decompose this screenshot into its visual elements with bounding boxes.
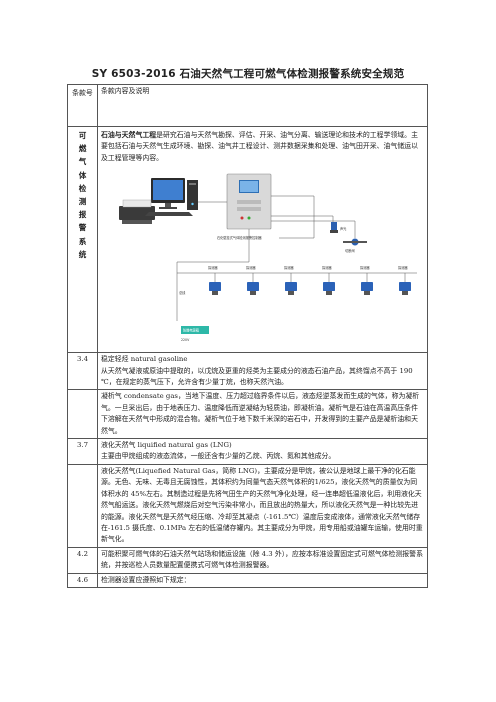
computer-tower-icon bbox=[187, 180, 198, 211]
clause-content: 稳定轻烃 natural gasoline 从天然气凝液或原油中提取的，以戊烷及更… bbox=[97, 352, 428, 391]
side-label-char: 体 bbox=[78, 170, 87, 180]
alarm-light-icon bbox=[330, 222, 338, 234]
clause-number-header-text: 条款号 bbox=[72, 89, 93, 97]
clause-content: 液化天然气 liquified natural gas (LNG) 主要由甲烷组成… bbox=[97, 438, 428, 465]
side-label-chars: 可燃气体检测报警系统 bbox=[71, 129, 94, 261]
detector-label: 探测器 bbox=[208, 265, 218, 270]
page-title: SY 6503-2016 石油天然气工程可燃气体检测报警系统安全规范 bbox=[91, 68, 405, 80]
clause-number: 3.7 bbox=[67, 438, 98, 465]
side-label-char: 气 bbox=[78, 157, 87, 167]
clause-content: 液化天然气(Liquefied Natural Gas，简称 LNG)，主要成分… bbox=[97, 463, 428, 548]
clause-paragraph: 主要由甲烷组成的液态流体，一般还含有少量的乙烷、丙烷、氮和其他成分。 bbox=[101, 452, 336, 461]
system-diagram: 石化壁挂式气体检测报警控制器 声光 切断阀 bbox=[99, 166, 426, 351]
clause-paragraph: 可能积聚可燃气体的石油天然气站场和储运设施（除 4.3 外），应按本标准设置固定… bbox=[101, 549, 423, 570]
detector-label: 探测器 bbox=[322, 265, 332, 270]
clause-content: 凝析气 condensate gas，当地下温度、压力超过临界条件以后，液态烃逆… bbox=[97, 389, 428, 440]
clause-number bbox=[67, 389, 98, 440]
side-label-char: 统 bbox=[78, 249, 87, 259]
clause-number: 4.6 bbox=[67, 572, 98, 588]
gas-detector-icon bbox=[209, 273, 221, 296]
side-label-char: 警 bbox=[78, 223, 87, 233]
clause-content: 检测器设置应遵照如下规定： bbox=[97, 572, 428, 588]
controller-label: 石化壁挂式气体检测报警控制器 bbox=[217, 235, 262, 240]
gas-detector-icon bbox=[361, 273, 373, 296]
controller-cabinet-icon bbox=[226, 173, 272, 230]
system-diagram-svg: 石化壁挂式气体检测报警控制器 声光 切断阀 bbox=[119, 173, 417, 342]
side-label-char: 测 bbox=[78, 197, 87, 207]
printer-icon bbox=[119, 200, 155, 225]
power-supply-voltage: 220V bbox=[181, 338, 190, 342]
gas-detector-icon bbox=[285, 273, 297, 296]
clause-paragraph: 液化天然气 liquified natural gas (LNG) bbox=[101, 441, 232, 450]
clause-content-header: 条款内容及说明 bbox=[97, 84, 428, 127]
table-row: 液化天然气(Liquefied Natural Gas，简称 LNG)，主要成分… bbox=[67, 463, 428, 548]
intro-bold-term: 石油与天然气工程 bbox=[101, 131, 157, 139]
gas-detector-icon bbox=[399, 273, 411, 296]
side-vertical-label: 可燃气体检测报警系统 bbox=[67, 125, 98, 354]
clause-paragraph: 凝析气 condensate gas，当地下温度、压力超过临界条件以后，液态烃逆… bbox=[101, 392, 420, 435]
side-label-char: 报 bbox=[78, 210, 87, 220]
clause-content: 可能积聚可燃气体的石油天然气站场和储运设施（除 4.3 外），应按本标准设置固定… bbox=[97, 546, 428, 574]
side-label-char: 燃 bbox=[78, 144, 87, 154]
clause-paragraph: 液化天然气(Liquefied Natural Gas，简称 LNG)，主要成分… bbox=[101, 466, 423, 544]
clause-number: 3.4 bbox=[67, 352, 98, 391]
gas-detector-icon bbox=[323, 273, 335, 296]
side-label-char: 检 bbox=[78, 183, 87, 193]
detector-label: 探测器 bbox=[360, 265, 370, 270]
computer-monitor-icon bbox=[151, 178, 185, 210]
keyboard-icon bbox=[145, 212, 193, 217]
standard-table: 条款号 条款内容及说明 可燃气体检测报警系统 石油与天然气工程是研究石油与天然气… bbox=[67, 84, 428, 588]
side-label-char: 可 bbox=[78, 131, 87, 140]
shutoff-valve-icon bbox=[343, 238, 367, 246]
table-row: 凝析气 condensate gas，当地下温度、压力超过临界条件以后，液态烃逆… bbox=[67, 389, 428, 440]
intro-cell: 石油与天然气工程是研究石油与天然气勘探、评估、开采、油气分离、输送理论和技术的工… bbox=[97, 125, 428, 354]
clause-paragraph: 从天然气凝液或原油中提取的，以戊烷及更重的烃类为主要成分的液态石油产品，其终馏点… bbox=[101, 366, 413, 387]
power-supply-label: 防爆电源箱 bbox=[183, 328, 200, 333]
intro-row: 可燃气体检测报警系统 石油与天然气工程是研究石油与天然气勘探、评估、开采、油气分… bbox=[67, 125, 428, 354]
bus-label: 总线 bbox=[179, 290, 186, 295]
detector-label: 探测器 bbox=[284, 265, 294, 270]
clause-number bbox=[67, 463, 98, 548]
alarm-label: 声光 bbox=[340, 226, 347, 231]
clause-paragraph: 检测器设置应遵照如下规定： bbox=[101, 575, 191, 584]
detector-label: 探测器 bbox=[246, 265, 256, 270]
clause-number-header: 条款号 bbox=[67, 84, 98, 127]
clause-number: 4.2 bbox=[67, 546, 98, 574]
side-label-char: 系 bbox=[78, 236, 87, 246]
power-supply-box-icon bbox=[181, 326, 209, 335]
detector-group: 探测器 探测器 探测器 探测器 探测器 探测器 bbox=[208, 265, 411, 296]
clause-paragraph: 稳定轻烃 natural gasoline bbox=[101, 355, 188, 364]
gas-detector-icon bbox=[247, 273, 259, 296]
intro-text: 是研究石油与天然气勘探、评估、开采、油气分离、输送理论和技术的工程学领域。主要包… bbox=[101, 131, 418, 162]
valve-label: 切断阀 bbox=[345, 248, 355, 253]
detector-label: 探测器 bbox=[398, 265, 408, 270]
table-header-row: 条款号 条款内容及说明 bbox=[67, 84, 428, 127]
